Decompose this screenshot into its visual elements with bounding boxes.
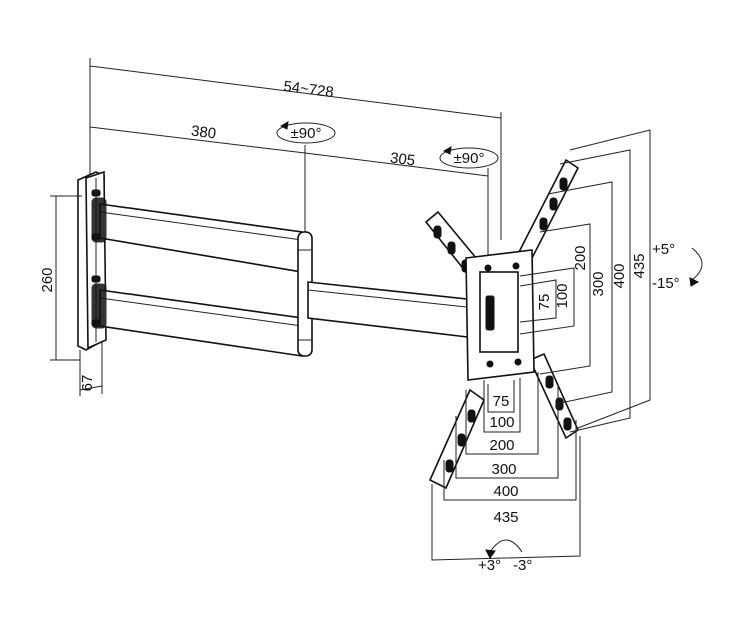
dimension-260: 260 [39,195,82,361]
vesa-h-435: 435 [493,509,518,526]
arm-secondary-label: 305 [389,150,416,170]
vesa-v-435: 435 [631,253,648,278]
dimension-380: 380 [89,123,306,236]
vesa-v-400: 400 [611,263,628,288]
level-annotation: +3° -3° [478,539,532,574]
plate-depth-label: 67 [79,375,96,392]
arrow-head-icon [485,549,496,559]
arrow-head-icon [442,146,452,155]
arm-front [307,281,477,339]
vesa-h-75: 75 [493,393,510,410]
swivel-2-annotation: ±90° [439,146,499,169]
swivel-2-label: ±90° [454,150,485,167]
level-neg-label: -3° [513,557,532,574]
tilt-up-label: +5° [652,241,675,258]
vesa-h-100: 100 [489,414,514,431]
swivel-1-annotation: ±90° [276,121,336,144]
tilt-down-label: -15° [652,275,680,292]
dimension-305: 305 [304,150,489,256]
extension-label: 54~728 [282,78,334,101]
vesa-h-400: 400 [493,483,518,500]
vesa-v-200: 200 [572,245,589,270]
level-pos-label: +3° [478,557,501,574]
vesa-v-100: 100 [554,283,571,308]
vesa-h-300: 300 [491,461,516,478]
arm-lower [91,283,303,357]
vesa-vertical-dimensions: 75 100 200 300 400 435 [519,129,651,433]
arm-primary-label: 380 [190,123,217,143]
tilt-annotation: +5° -15° [652,241,703,292]
swivel-1-label: ±90° [291,125,322,142]
dimension-67: 67 [79,342,103,396]
vesa-h-200: 200 [489,437,514,454]
vesa-v-75: 75 [536,294,553,311]
vesa-v-300: 300 [590,271,607,296]
arrow-head-icon [689,277,700,287]
plate-height-label: 260 [39,267,56,292]
vesa-plate [465,249,535,381]
vesa-horizontal-dimensions: 75 100 200 300 400 435 [431,372,581,561]
arm-upper [91,197,303,273]
arrow-head-icon [279,121,289,130]
